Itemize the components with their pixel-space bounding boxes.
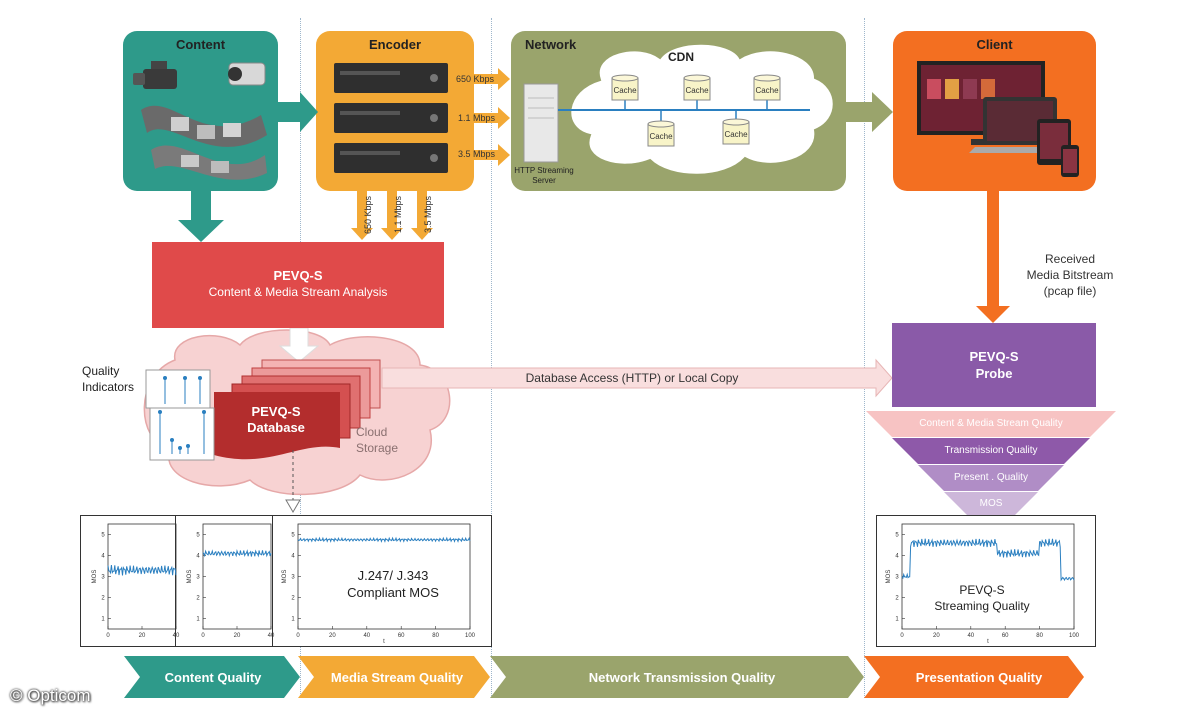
arrow-rate-1 bbox=[474, 68, 510, 90]
chevron-presentation-quality: Presentation Quality bbox=[915, 669, 1043, 685]
chevron-network-quality: Network Transmission Quality bbox=[588, 669, 776, 685]
chevron-shape bbox=[490, 656, 864, 698]
received-line1: Received bbox=[1044, 252, 1096, 266]
rate-label-vertical: 1.1 Mbps bbox=[393, 196, 403, 234]
cdn-label: CDN bbox=[668, 50, 694, 64]
cache-icon bbox=[753, 74, 781, 101]
arrow-network-to-client bbox=[846, 92, 893, 132]
arrow-content-to-encoder bbox=[278, 92, 318, 132]
streaming-caption: PEVQ-S Streaming Quality bbox=[907, 582, 1057, 614]
content-stage-title: Content bbox=[175, 37, 226, 52]
cache-icon bbox=[683, 74, 711, 101]
chevron-shape bbox=[864, 656, 1084, 698]
mos-caption-line2: Compliant MOS bbox=[347, 585, 439, 600]
divider-line bbox=[491, 18, 492, 698]
arrow-encoder-down-1 bbox=[351, 191, 373, 240]
quality-indicators-line1: Quality bbox=[82, 364, 120, 378]
funnel-level-4 bbox=[944, 492, 1038, 516]
database-sheet bbox=[214, 392, 340, 460]
rate-label: 650 Kbps bbox=[456, 74, 495, 84]
arrow-rate-3 bbox=[474, 144, 510, 166]
quality-indicators-label: Quality Indicators bbox=[82, 363, 134, 395]
cache-label: Cache bbox=[685, 86, 709, 95]
streaming-caption-line2: Streaming Quality bbox=[934, 599, 1030, 613]
cache-icon bbox=[722, 118, 750, 145]
encoder-stage-title: Encoder bbox=[368, 37, 421, 52]
funnel-level-3 bbox=[918, 465, 1064, 491]
arrow-client-to-probe bbox=[976, 191, 1010, 323]
mos-caption-line1: J.247/ J.343 bbox=[357, 568, 429, 583]
db-access-arrow bbox=[381, 358, 893, 398]
cache-label: Cache bbox=[613, 86, 637, 95]
cache-icon bbox=[611, 74, 639, 101]
arrow-encoder-down-2 bbox=[381, 191, 403, 240]
rate-label: 1.1 Mbps bbox=[458, 113, 496, 123]
quality-indicators-line2: Indicators bbox=[82, 380, 135, 394]
database-title: PEVQ-S bbox=[251, 404, 301, 419]
chevron-content-quality: Content Quality bbox=[164, 669, 262, 685]
copyright-label: © Opticom bbox=[10, 686, 91, 705]
cache-icon bbox=[647, 120, 675, 147]
client-stage-title: Client bbox=[976, 37, 1013, 52]
plot-frame bbox=[876, 515, 1096, 647]
content-stage: Content bbox=[123, 31, 278, 191]
pevq-analysis-box: PEVQ-S Content & Media Stream Analysis bbox=[152, 242, 444, 328]
pevq-probe-box: PEVQ-S Probe bbox=[892, 323, 1096, 407]
http-server-icon bbox=[523, 83, 559, 163]
db-access-label: Database Access (HTTP) or Local Copy bbox=[525, 371, 739, 385]
arrow-encoder-down-3 bbox=[411, 191, 433, 240]
cache-label: Cache bbox=[755, 86, 779, 95]
chevron-media-stream-quality: Media Stream Quality bbox=[330, 669, 464, 685]
funnel-level-1 bbox=[866, 411, 1116, 437]
divider-line bbox=[864, 18, 865, 698]
received-bitstream-label: Received Media Bitstream (pcap file) bbox=[1010, 251, 1130, 299]
arrow-rate-2 bbox=[474, 107, 510, 129]
arrow-content-down bbox=[178, 191, 224, 242]
pevq-analysis-title: PEVQ-S bbox=[273, 268, 323, 283]
funnel-label: MOS bbox=[979, 498, 1003, 509]
cloud-storage-line1: Cloud bbox=[356, 425, 388, 439]
devices-icon bbox=[917, 61, 1079, 177]
arrow-analysis-to-db bbox=[278, 327, 320, 363]
database-subtitle: Database bbox=[247, 420, 305, 435]
rate-label-vertical: 3.5 Mbps bbox=[423, 196, 433, 234]
streaming-caption-line1: PEVQ-S bbox=[959, 583, 1005, 597]
network-stage-title: Network bbox=[525, 37, 577, 52]
cloud-storage-line2: Storage bbox=[356, 441, 399, 455]
indicator-chart-icon bbox=[145, 369, 211, 409]
film-camera-icon bbox=[133, 61, 267, 180]
funnel-label: Transmission Quality bbox=[944, 445, 1038, 456]
funnel-label: Present . Quality bbox=[954, 472, 1028, 483]
probe-title: PEVQ-S bbox=[969, 349, 1019, 364]
indicator-chart-icon bbox=[149, 407, 215, 461]
rate-label: 3.5 Mbps bbox=[458, 149, 496, 159]
cloud-storage-label: Cloud Storage bbox=[356, 424, 398, 456]
funnel-label: Content & Media Stream Quality bbox=[919, 418, 1063, 429]
received-line3: (pcap file) bbox=[1043, 284, 1097, 298]
cache-label: Cache bbox=[724, 130, 748, 139]
rate-label-vertical: 650 Kbps bbox=[363, 196, 373, 235]
chevron-shape bbox=[298, 656, 490, 698]
probe-subtitle: Probe bbox=[975, 366, 1013, 381]
encoder-hardware-icon bbox=[334, 63, 448, 173]
funnel-level-2 bbox=[892, 438, 1090, 464]
cache-label: Cache bbox=[649, 132, 673, 141]
mos-caption: J.247/ J.343 Compliant MOS bbox=[318, 567, 468, 601]
client-stage: Client bbox=[893, 31, 1096, 191]
received-line2: Media Bitstream bbox=[1026, 268, 1114, 282]
chevron-shape bbox=[124, 656, 300, 698]
http-server-label: HTTP Streaming Server bbox=[514, 166, 574, 185]
encoder-stage: Encoder bbox=[316, 31, 474, 191]
pevq-analysis-subtitle: Content & Media Stream Analysis bbox=[208, 285, 388, 299]
plot-frame bbox=[80, 515, 190, 647]
plot-frame bbox=[175, 515, 285, 647]
database-label: PEVQ-S Database bbox=[226, 404, 326, 436]
